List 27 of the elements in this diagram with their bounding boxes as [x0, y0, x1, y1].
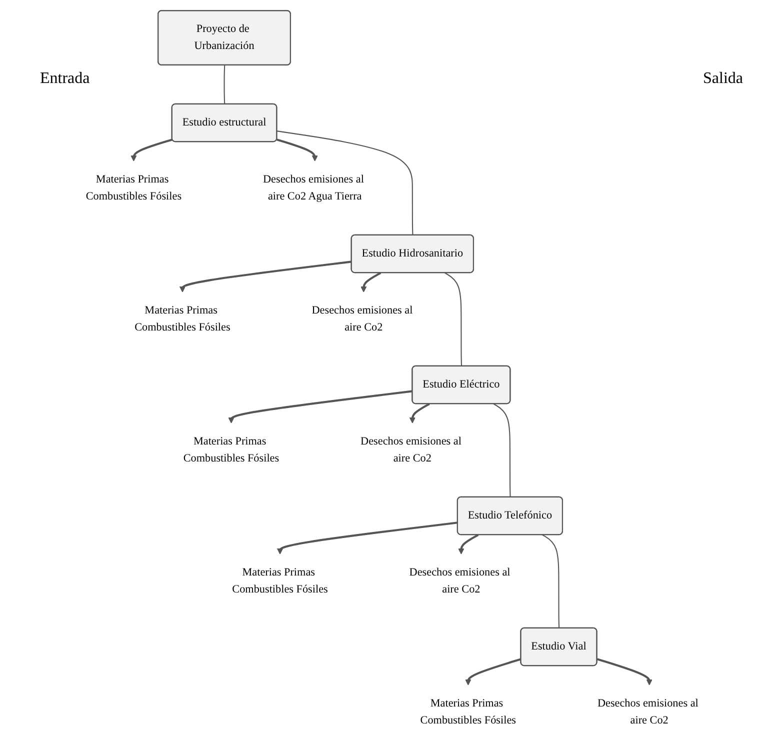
arrow [130, 138, 173, 162]
arrow [360, 272, 382, 292]
arrow [276, 522, 458, 554]
arrow [409, 403, 430, 424]
connector [224, 65, 226, 104]
column-heading: Salida [703, 70, 743, 88]
column-heading: Entrada [40, 70, 90, 88]
arrow [596, 658, 652, 686]
arrow [458, 534, 479, 554]
node-text: Desechos emisiones al aire Co2 [597, 698, 698, 726]
connector [542, 534, 560, 628]
node-text: Desechos emisiones al aire Co2 [312, 304, 413, 334]
node-text: Materias Primas Combustibles Fósiles [134, 304, 230, 334]
node-text: Materias Primas Combustibles Fósiles [183, 436, 280, 464]
node-text: Materias Primas Combustibles Fósiles [86, 174, 182, 202]
node-text: Materias Primas Combustibles Fósiles [232, 566, 328, 596]
arrow [276, 138, 318, 162]
arrow [179, 260, 352, 292]
connector [276, 130, 414, 236]
node-text: Desechos emisiones al aire Co2 [360, 436, 462, 464]
arrow [465, 658, 522, 686]
node-text: Desechos emisiones al aire Co2 [409, 566, 510, 596]
connector [444, 272, 462, 366]
arrow [228, 390, 413, 424]
node-text: Materias Primas Combustibles Fósiles [420, 698, 516, 726]
node-text: Desechos emisiones al aire Co2 Agua Tierra [262, 174, 364, 202]
connector [493, 403, 511, 498]
